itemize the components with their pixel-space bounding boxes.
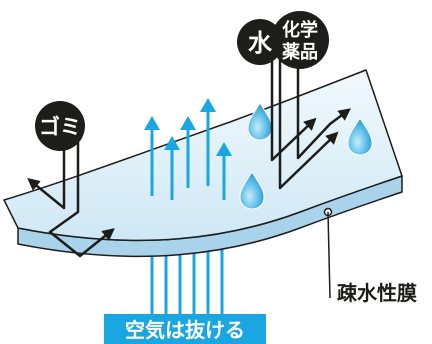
dust-deflect-arrows bbox=[27, 130, 115, 258]
hydrophobic-membrane bbox=[3, 69, 403, 258]
deflect-arrow-icon bbox=[296, 58, 351, 160]
dust-badge: ゴミ bbox=[35, 101, 85, 151]
deflect-arrow-icon bbox=[48, 130, 115, 258]
air-arrow-icon bbox=[180, 116, 196, 188]
air-arrows-upper bbox=[144, 98, 232, 200]
air-arrow-icon bbox=[200, 98, 216, 186]
water-deflect-arrows bbox=[270, 50, 351, 190]
air-arrow-icon bbox=[144, 116, 160, 196]
water-droplets bbox=[239, 102, 373, 210]
air-passes-banner: 空気は抜ける bbox=[104, 314, 266, 344]
water-badge: 水 bbox=[237, 19, 283, 65]
chemicals-label-line1: 化学 bbox=[282, 19, 318, 41]
water-droplet-icon bbox=[347, 117, 373, 156]
deflect-arrow-icon bbox=[278, 50, 339, 190]
dust-label: ゴミ bbox=[39, 115, 81, 139]
air-passes-label: 空気は抜ける bbox=[125, 318, 245, 342]
water-label: 水 bbox=[248, 29, 273, 57]
deflect-arrow-icon bbox=[27, 130, 66, 210]
chemical-badge: 化学 薬品 bbox=[271, 11, 329, 69]
water-droplet-icon bbox=[247, 102, 273, 141]
water-droplet-icon bbox=[239, 171, 265, 210]
air-arrow-icon bbox=[164, 136, 180, 200]
membrane-label: 疎水性膜 bbox=[337, 281, 417, 305]
air-arrow-icon bbox=[216, 142, 232, 200]
membrane-leader bbox=[323, 207, 333, 299]
chemicals-label-line2: 薬品 bbox=[282, 42, 318, 63]
